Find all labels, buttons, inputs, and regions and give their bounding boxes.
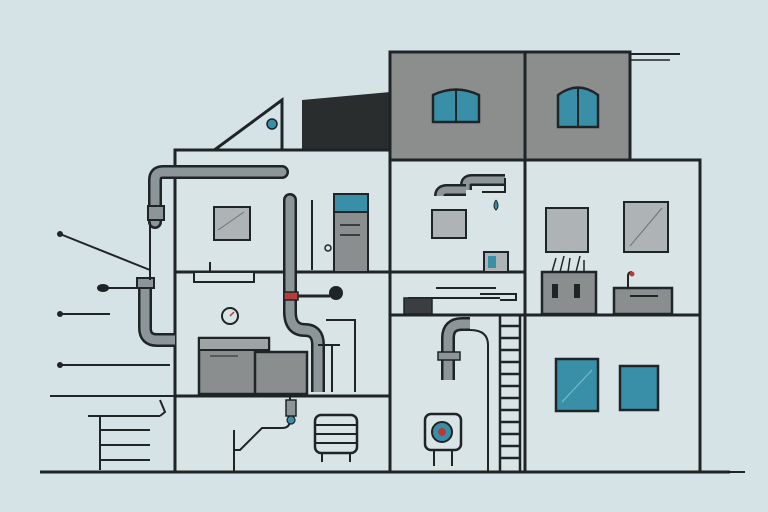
window-icon [431,88,481,124]
middle-column [403,174,522,472]
ladder-icon [498,315,522,472]
wall-frame [213,206,251,241]
wall-frame [545,207,589,253]
window-icon [556,86,600,129]
sink-icon [612,286,674,316]
roof-vent-icon [266,118,278,130]
gauge-icon [221,307,239,325]
basement-left [197,286,359,472]
pump-icon [423,412,463,466]
upper-floor [388,50,680,162]
valve-icon [283,291,299,301]
cabinet-icon [333,211,369,273]
appliance-icon [540,270,598,316]
window-icon [618,364,660,412]
window-icon [554,357,600,413]
sink-icon [431,209,467,239]
water-heater-icon [197,336,309,396]
tank-icon [313,413,359,462]
upper-left-room [193,193,369,319]
pipe-icon [136,165,289,347]
right-column [540,201,745,473]
